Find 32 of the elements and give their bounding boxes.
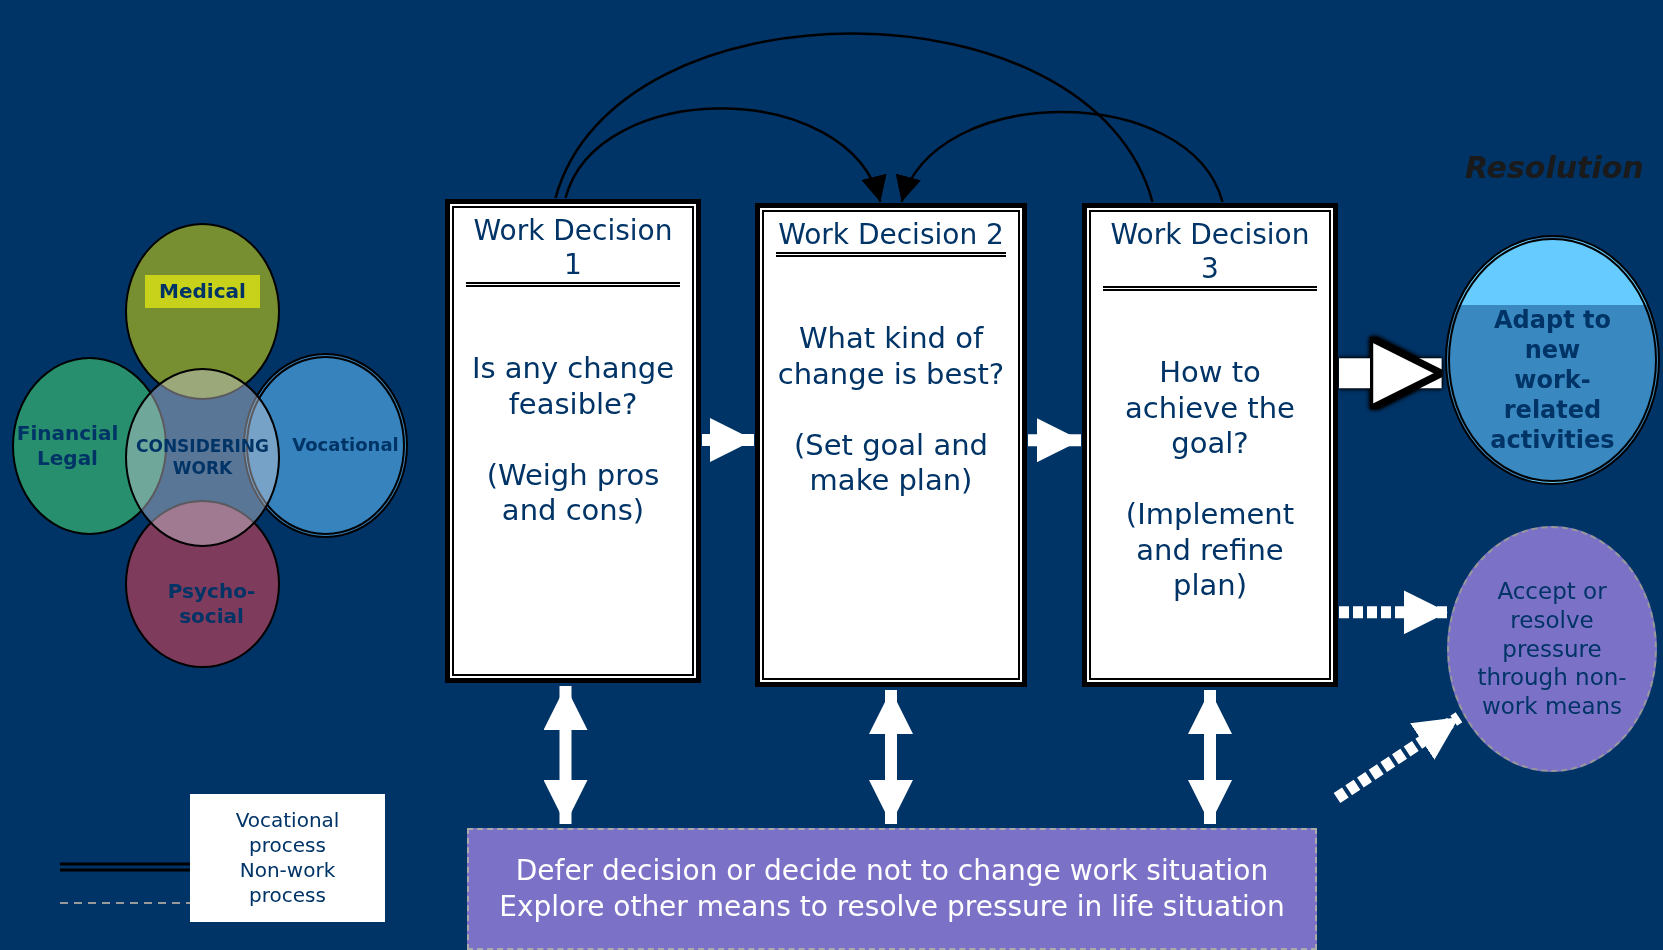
box-heading: Work Decision 2 [776, 218, 1006, 258]
decision-box [1085, 206, 1335, 684]
banner-text: Explore other means to resolve pressure in life situation [499, 889, 1285, 925]
box-heading: Work Decision 3 [1103, 218, 1317, 292]
circle-label: Accept or resolve pressure through non-work means [1476, 577, 1628, 721]
column-heading: Resolution [1465, 150, 1644, 185]
block-arrow [543, 686, 588, 824]
block-arrow [1028, 418, 1081, 463]
block-arrow [1339, 590, 1448, 635]
decision-box [448, 202, 698, 680]
block-arrow [869, 690, 913, 824]
box-text: (Weigh pros and cons) [485, 458, 661, 529]
block-arrow [1333, 712, 1463, 803]
legend-text: Vocational process [234, 808, 341, 858]
circle-label: CONSIDERING WORK [135, 436, 270, 479]
circle-label: Adapt to new work-related activities [1490, 305, 1615, 455]
circle-label: Vocational [292, 434, 399, 457]
decision-box [758, 206, 1024, 684]
box-text: (Set goal and make plan) [793, 427, 989, 499]
box-text: Is any change feasible? [470, 351, 676, 423]
circle-label: Financial Legal [16, 421, 119, 471]
box-heading: Work Decision 1 [466, 214, 680, 288]
circle-label: Medical [145, 275, 260, 308]
box-text: What kind of change is best? [776, 321, 1006, 392]
box-text: (Implement and refine plan) [1124, 497, 1296, 604]
banner-text: Defer decision or decide not to change work situation [515, 852, 1269, 889]
alternative-banner [467, 828, 1317, 950]
box-text: How to achieve the goal? [1124, 355, 1296, 462]
legend-text: Non-work process [238, 858, 337, 908]
block-arrow [702, 418, 754, 463]
block-arrow [1188, 690, 1232, 824]
circle-label: Psycho-social [166, 579, 257, 629]
